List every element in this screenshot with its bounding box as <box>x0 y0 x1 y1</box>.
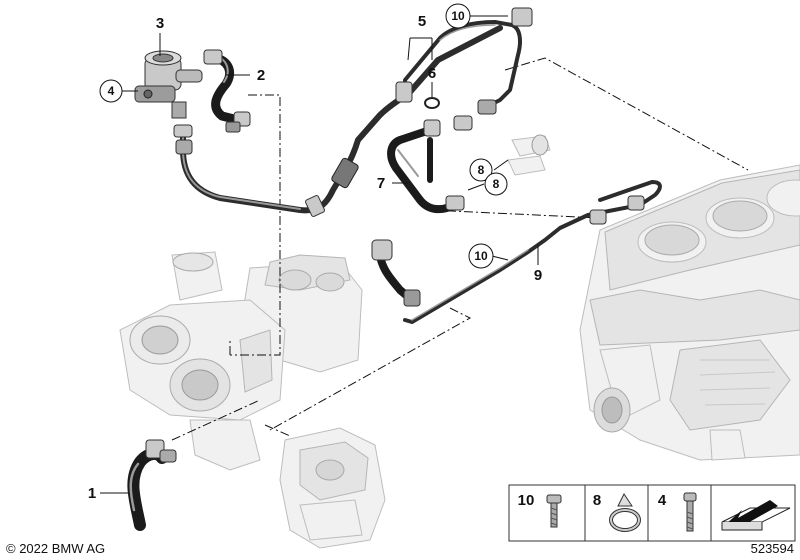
callout-9: 9 <box>534 267 542 284</box>
leader-lines <box>100 15 539 494</box>
callout-3: 3 <box>156 15 164 32</box>
part-5-vacuum-line <box>395 7 533 115</box>
callout-7: 7 <box>377 175 385 192</box>
callout-8-lower: 8 <box>493 177 500 191</box>
parts-legend: 10 8 4 <box>508 484 796 542</box>
callout-4-circle <box>99 79 123 103</box>
diagram-number: 523594 <box>751 541 794 556</box>
callout-10b-circle <box>468 243 494 269</box>
high-pressure-pump-illustration <box>279 427 386 549</box>
legend-label-8: 8 <box>593 492 601 509</box>
assembly-relation-lines <box>171 57 749 441</box>
copyright-text: © 2022 BMW AG <box>6 541 105 556</box>
part-8-clamp-set <box>507 134 551 176</box>
legend-cell-4 <box>647 484 712 542</box>
callout-10-lower: 10 <box>474 249 488 263</box>
callout-2: 2 <box>257 67 265 84</box>
callout-8a-circle <box>469 158 493 182</box>
screw-icon <box>546 494 562 528</box>
engine-block-illustration <box>579 164 800 461</box>
callout-labels: 3 4 2 5 6 10 7 8 8 10 9 1 <box>88 3 542 502</box>
legend-label-10: 10 <box>518 492 535 509</box>
callout-1: 1 <box>88 485 96 502</box>
part-3-vacuum-valve <box>134 50 203 119</box>
hose-clamp-icon <box>609 493 641 532</box>
installation-direction-arrow-icon <box>721 500 791 531</box>
part-1-vacuum-hose <box>127 439 177 531</box>
part-6-o-ring <box>424 97 440 109</box>
turbocharger-illustration <box>119 251 363 471</box>
part-7-hose-assembly <box>387 115 473 214</box>
callout-10-top: 10 <box>451 9 465 23</box>
part-9-vacuum-line <box>371 180 662 324</box>
part-2-vacuum-hose <box>203 49 251 133</box>
callout-10a-circle <box>445 3 471 29</box>
bolt-icon <box>683 492 697 532</box>
callout-5: 5 <box>418 13 426 30</box>
callout-4: 4 <box>108 84 115 98</box>
legend-label-4: 4 <box>658 492 667 509</box>
callout-8b-circle <box>484 172 508 196</box>
callout-8-upper: 8 <box>478 163 485 177</box>
callout-6: 6 <box>428 65 436 82</box>
vacuum-line-main <box>173 25 503 217</box>
